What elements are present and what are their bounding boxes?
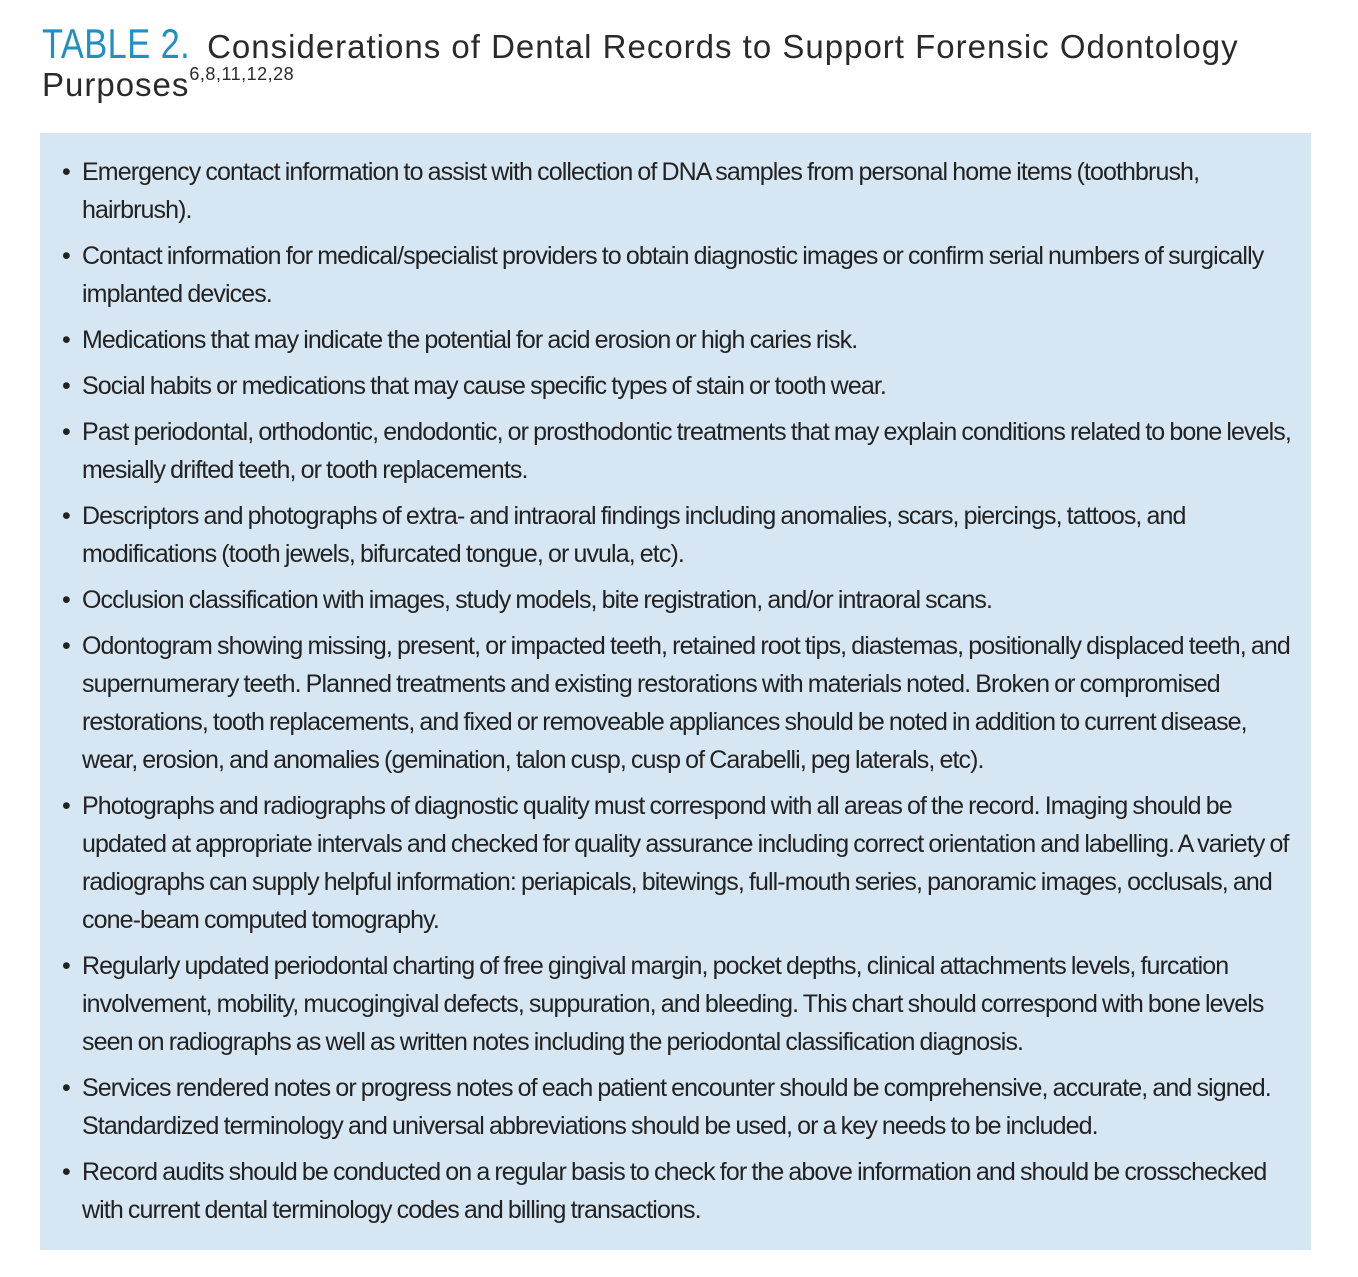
table-header: TABLE 2. Considerations of Dental Record… xyxy=(42,20,1342,104)
citation-superscript: 6,8,11,12,28 xyxy=(189,64,295,85)
list-item-text: Services rendered notes or progress note… xyxy=(82,1074,1272,1140)
bullet-icon: • xyxy=(62,792,71,820)
list-item: • Services rendered notes or progress not… xyxy=(62,1069,1291,1145)
list-item: • Regularly updated periodontal charting … xyxy=(62,947,1291,1061)
bullet-icon: • xyxy=(62,1074,71,1102)
bullet-icon: • xyxy=(62,952,71,980)
list-item: • Emergency contact information to assist… xyxy=(62,153,1291,229)
table-label: TABLE 2. xyxy=(42,20,191,67)
list-item-text: Record audits should be conducted on a r… xyxy=(82,1158,1267,1224)
bullet-icon: • xyxy=(62,586,71,614)
title-line-1: TABLE 2. Considerations of Dental Record… xyxy=(42,20,1342,67)
list-item: • Past periodontal, orthodontic, endodont… xyxy=(62,413,1292,489)
list-item: • Record audits should be conducted on a … xyxy=(62,1153,1291,1229)
bullet-icon: • xyxy=(62,632,71,660)
list-item-text: Contact information for medical/speciali… xyxy=(82,242,1264,308)
bullet-icon: • xyxy=(62,418,71,446)
table-content-box: • Emergency contact information to assist… xyxy=(40,133,1311,1250)
list-item-text: Emergency contact information to assist … xyxy=(82,158,1200,224)
list-item-text: Regularly updated periodontal charting o… xyxy=(82,952,1264,1056)
list-item: • Photographs and radiographs of diagnost… xyxy=(62,787,1291,939)
list-item-text: Social habits or medications that may ca… xyxy=(82,372,887,400)
list-item-text: Photographs and radiographs of diagnosti… xyxy=(82,792,1289,934)
bullet-icon: • xyxy=(62,242,71,270)
bullet-icon: • xyxy=(62,1158,71,1186)
list-item-text: Past periodontal, orthodontic, endodonti… xyxy=(82,418,1292,484)
title-line-2: Purposes6,8,11,12,28 xyxy=(42,65,1342,104)
list-item: • Odontogram showing missing, present, or… xyxy=(62,627,1291,779)
list-item-text: Odontogram showing missing, present, or … xyxy=(82,632,1291,774)
bullet-icon: • xyxy=(62,326,71,354)
list-item: • Social habits or medications that may c… xyxy=(62,367,1291,405)
list-item: • Contact information for medical/special… xyxy=(62,237,1291,313)
table-title: Considerations of Dental Records to Supp… xyxy=(207,28,1239,65)
list-item-text: Medications that may indicate the potent… xyxy=(82,326,858,354)
consideration-list: • Emergency contact information to assist… xyxy=(62,153,1292,1229)
list-item: • Medications that may indicate the poten… xyxy=(62,321,1291,359)
list-item: • Descriptors and photographs of extra- a… xyxy=(62,497,1291,573)
bullet-icon: • xyxy=(62,372,71,400)
list-item: • Occlusion classification with images, s… xyxy=(62,581,1291,619)
list-item-text: Occlusion classification with images, st… xyxy=(82,586,993,614)
list-item-text: Descriptors and photographs of extra- an… xyxy=(82,502,1186,568)
table-title-continued: Purposes xyxy=(42,66,190,104)
bullet-icon: • xyxy=(62,502,71,530)
bullet-icon: • xyxy=(62,158,71,186)
